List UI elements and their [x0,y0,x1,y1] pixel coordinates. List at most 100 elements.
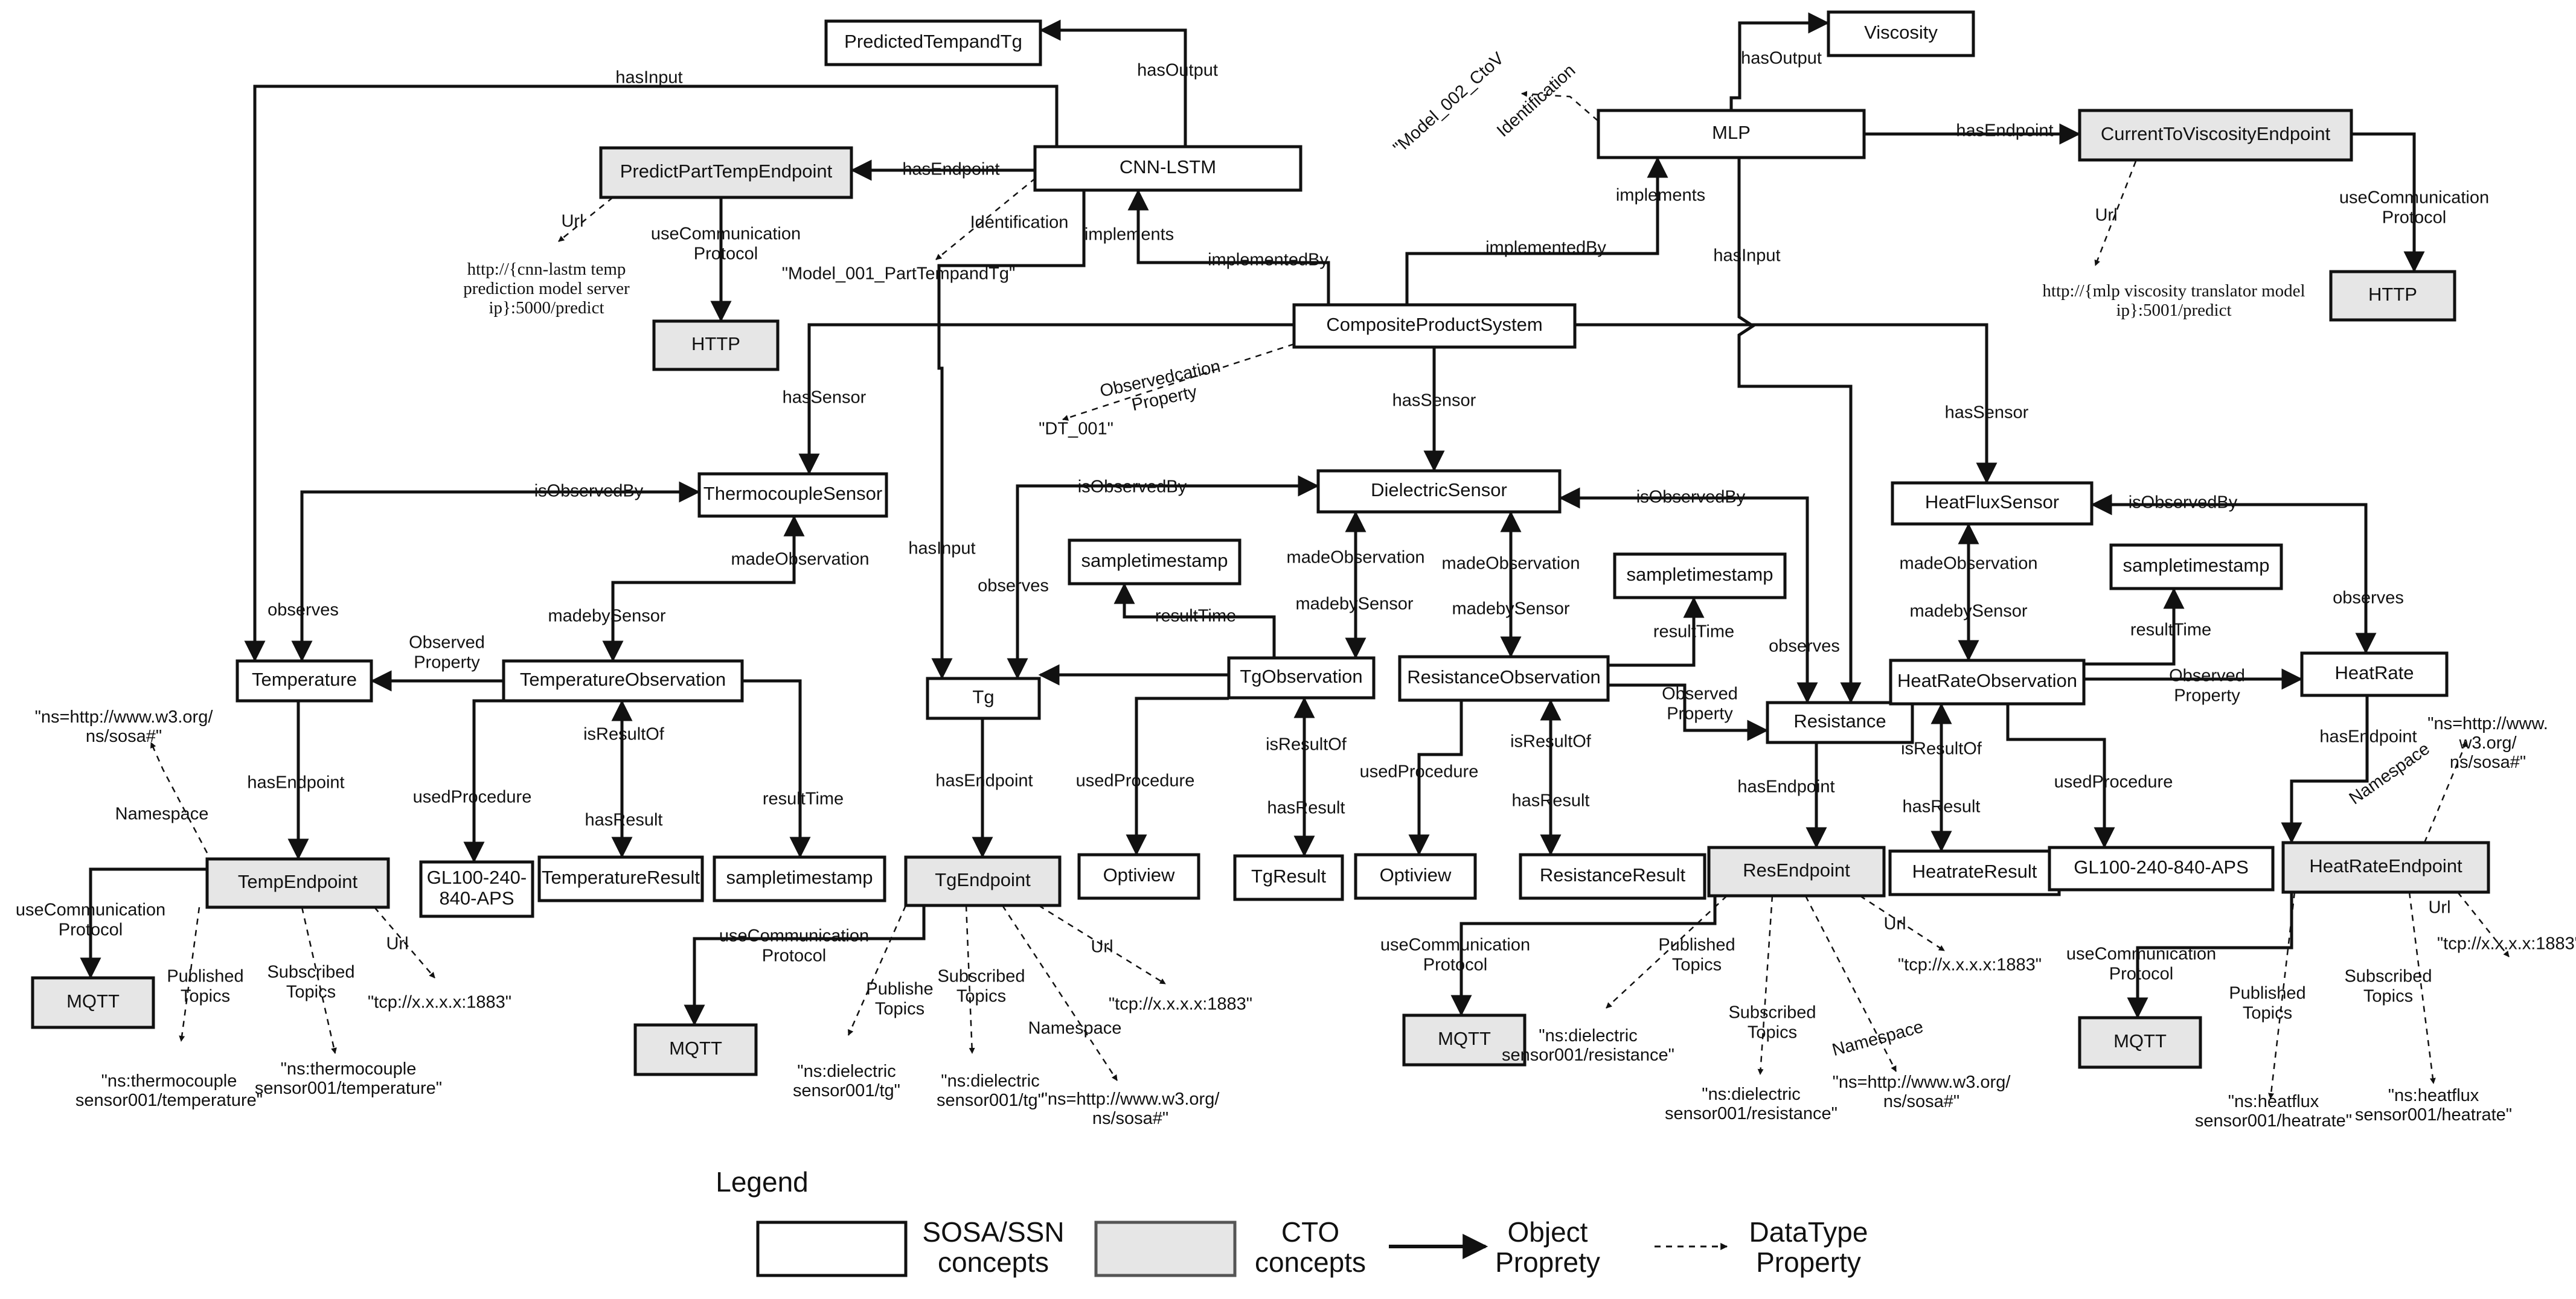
node-resresult: ResistanceResult [1519,853,1706,900]
node-label: MQTT [66,991,120,1012]
node-tg: Tg [926,677,1041,720]
node-label: DielectricSensor [1371,479,1507,500]
node-mqtt2: MQTT [633,1023,758,1076]
literal-value: "ns=http://www.w3.org/ns/sosa#" [2427,713,2548,771]
node-ts_hrobs: sampletimestamp [2109,543,2283,590]
node-label: MQTT [1438,1028,1491,1049]
node-label: HeatFluxSensor [1925,491,2059,512]
sosa-concept-box [1519,853,1706,900]
edge-label: madeObservation [1900,554,2038,573]
object-property-edge [1608,596,1705,667]
sosa-concept-box [2109,543,2283,590]
literal-value: "tcp://x.x.x.x:1883" [368,993,511,1012]
edge-label: hasInput [1713,246,1780,266]
edge-label: hasOutput [1137,61,1218,80]
literal-value: "tcp://x.x.x.x:1883" [1109,995,1252,1014]
cto-concept-box [2078,1016,2202,1069]
edge-label: implementedBy [1485,238,1606,258]
object-property-edge [2091,494,2377,654]
edge-label: implements [1616,186,1705,205]
sosa-concept-box [824,19,1042,66]
edges [80,12,2510,1099]
edge-label: hasSensor [783,388,867,407]
sosa-concept-box [697,472,888,518]
edge-label: hasOutput [1741,49,1822,68]
datatype-property-edge [2408,892,2436,1084]
object-property-edge [80,867,207,979]
node-mqtt1: MQTT [31,976,155,1029]
object-property-edge [463,699,528,863]
node-label: sampletimestamp [1627,564,1773,585]
datatype-property-edge [1804,895,1897,1072]
node-label: HeatrateResult [1912,861,2037,882]
edge-label: madebySensor [1295,595,1413,614]
object-property-edge [1559,487,1818,704]
sosa-concept-box [1227,656,1376,700]
node-heatrate: HeatRate [2300,651,2449,697]
node-label: TgResult [1251,866,1326,887]
sosa-concept-box [1766,701,1914,744]
sosa-concept-box [1316,469,1562,514]
node-label: Tg [972,686,994,707]
node-hrresult: HeatrateResult [1888,849,2061,896]
edge-label: usedProcedure [1076,771,1195,791]
edge-label: isResultOf [583,725,665,744]
edge-label: hasResult [1512,791,1590,811]
cto-concept-box [205,857,390,909]
datatype-property-edge [2094,161,2137,266]
node-label: TempEndpoint [238,871,358,892]
object-property-edge [1450,896,1717,1017]
edge-label: Namespace [1830,1017,1926,1060]
datatype-property-edge [847,905,907,1036]
node-label: HTTP [2368,284,2417,305]
edge-label: isResultOf [1901,739,1982,759]
edge-label: resultTime [1653,622,1734,642]
literal-value: "tcp://x.x.x.x:1883" [1898,956,2042,975]
edge-label: madebySensor [548,607,665,626]
edge-label: hasEndpoint [1737,777,1834,797]
edge-label: Identification [1493,61,1579,141]
datatype-property-edge [965,905,975,1054]
edge-label: hasResult [1903,797,1981,817]
sosa-concept-box [537,855,704,902]
node-label: GL100-240-840-APS [2074,857,2249,878]
object-property-edge [1737,158,1862,704]
node-http2: HTTP [2329,270,2456,322]
node-label: sampletimestamp [2123,555,2270,576]
sosa-concept-box [713,855,886,902]
object-property-edge [1126,697,1229,856]
sosa-concept-box [235,659,373,703]
datatype-property-edge [150,742,208,854]
object-property-edge [1729,12,1830,110]
sosa-concept-box [1033,145,1302,192]
edge-label: hasEndpoint [1956,121,2053,141]
edge-label: usedProcedure [1360,762,1479,782]
edge-label: observes [2333,589,2404,608]
edge-label: resultTime [1155,607,1236,626]
edge-label: Url [561,212,583,231]
object-property-edge [684,905,926,1026]
literal-value: "ns=http://www.w3.org/ns/sosa#" [1833,1073,2011,1111]
node-tempendpoint: TempEndpoint [205,857,390,909]
edge-label: observes [1769,637,1840,656]
node-label: GL100-240-840-APS [427,867,527,909]
sosa-concept-box [926,677,1041,720]
node-label: ResistanceObservation [1407,666,1601,688]
node-resistance: Resistance [1766,701,1914,744]
datatype-property-edge [2268,892,2296,1099]
edge-label: hasResult [1267,799,1345,818]
datatype-property-edge [2457,892,2510,957]
node-label: CNN-LSTM [1120,156,1216,177]
node-ts_tgobs: sampletimestamp [1068,538,1242,586]
node-label: MQTT [2113,1030,2167,1052]
